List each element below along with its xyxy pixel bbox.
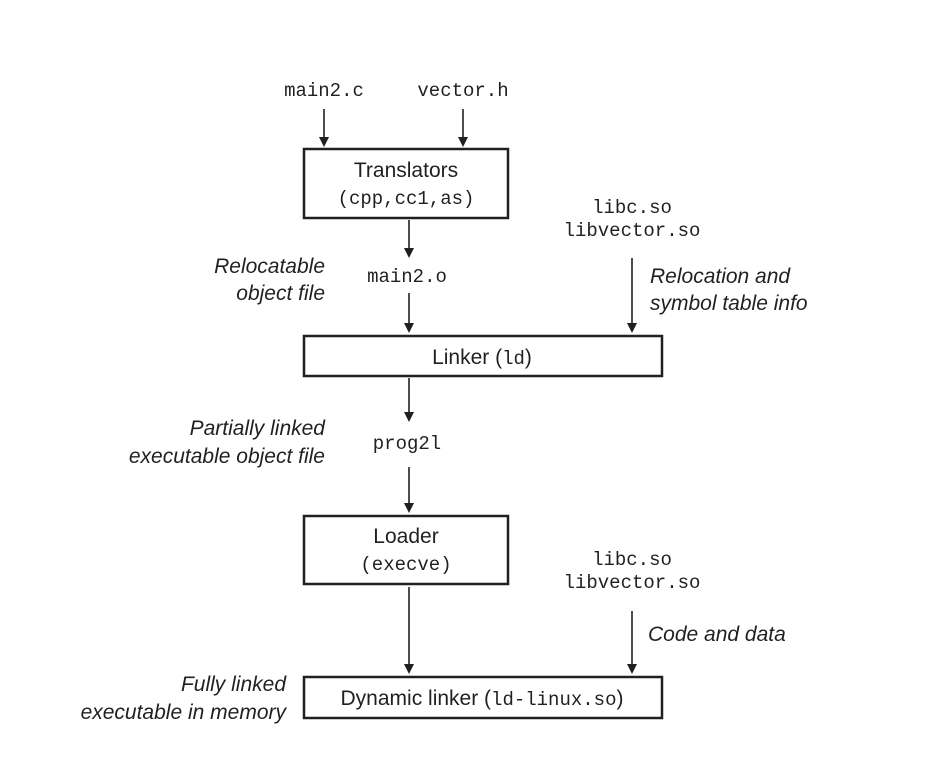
arrow-libs-to-linker — [627, 258, 637, 333]
libc-so-top: libc.so — [592, 197, 672, 219]
relocatable-label-line2: object file — [236, 282, 325, 305]
dynamic-linker-close: ) — [616, 687, 623, 710]
dynamic-linker-box — [302, 675, 664, 720]
relocatable-label-line1: Relocatable — [214, 255, 325, 278]
libvector-so-top: libvector.so — [564, 220, 701, 242]
partial-label-line2: executable object file — [129, 445, 325, 468]
relocation-info-line2: symbol table info — [650, 292, 808, 315]
linker-label: Linker (ld) — [432, 346, 532, 370]
libvector-so-bottom: libvector.so — [564, 572, 701, 594]
translators-box — [302, 147, 510, 220]
partial-label-line1: Partially linked — [190, 417, 327, 440]
arrow-main2o-to-linker — [404, 293, 414, 333]
code-and-data-label: Code and data — [648, 623, 786, 646]
relocation-info-line1: Relocation and — [650, 265, 791, 288]
translators-title: Translators — [354, 159, 458, 182]
linker-close: ) — [525, 346, 532, 369]
prog2l-file: prog2l — [373, 433, 441, 455]
arrow-translators-to-main2o — [404, 220, 414, 258]
dynamic-linker-label: Dynamic linker (ld-linux.so) — [341, 687, 624, 711]
arrow-vectorh-to-translators — [458, 109, 468, 147]
loader-cmd: (execve) — [360, 554, 451, 576]
loader-title: Loader — [373, 525, 438, 548]
full-label-line2: executable in memory — [81, 701, 288, 724]
arrow-libs-to-dynamic-linker — [627, 611, 637, 674]
loader-box — [302, 514, 510, 586]
vector-h-header: vector.h — [417, 80, 508, 102]
dynamic-linker-cmd: ld-linux.so — [491, 689, 616, 711]
linker-box — [302, 334, 664, 378]
linker-cmd: ld — [502, 348, 525, 370]
linker-text: Linker ( — [432, 346, 502, 369]
arrow-loader-to-dynamic-linker — [404, 587, 414, 674]
arrow-main2c-to-translators — [319, 109, 329, 147]
dynamic-linker-text: Dynamic linker ( — [341, 687, 492, 710]
main2-o-file: main2.o — [367, 266, 447, 288]
main2-c-source: main2.c — [284, 80, 364, 102]
translators-tools: (cpp,cc1,as) — [338, 188, 475, 210]
arrow-prog2l-to-loader — [404, 467, 414, 513]
libc-so-bottom: libc.so — [592, 549, 672, 571]
arrow-linker-to-prog2l — [404, 378, 414, 422]
full-label-line1: Fully linked — [181, 673, 287, 696]
